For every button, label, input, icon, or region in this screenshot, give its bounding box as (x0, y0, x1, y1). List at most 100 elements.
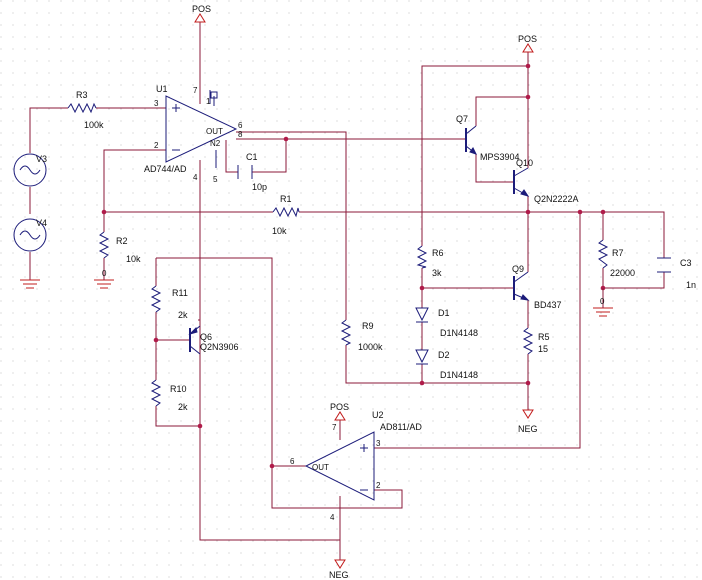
u2-pin3: 3 (376, 439, 381, 448)
wire-r7-c3-bot (602, 268, 665, 289)
r10-value: 2k (178, 402, 188, 412)
d2-ref: D2 (438, 350, 450, 360)
resistor-r3 (67, 102, 97, 114)
sine-icon (19, 230, 41, 240)
junction (419, 380, 425, 386)
resistor-r2 (98, 231, 110, 259)
junction (525, 380, 531, 386)
r7-ref: R7 (612, 248, 624, 258)
u2-out-label: OUT (312, 463, 329, 472)
u2-ref: U2 (372, 410, 384, 420)
pos-rail-marker (522, 43, 534, 53)
c1-value: 10p (252, 182, 267, 192)
r10-ref: R10 (170, 384, 187, 394)
wire-u1inm (103, 149, 166, 212)
q6-part: Q2N3906 (200, 342, 239, 352)
junction (525, 63, 531, 69)
q9-part: BD437 (534, 300, 562, 310)
ground-label: 0 (600, 297, 605, 306)
power-symbols (20, 13, 613, 569)
wire-pos-q7c (475, 66, 529, 126)
r6-ref: R6 (432, 248, 444, 258)
r5-value: 15 (538, 344, 548, 354)
d2-part: D1N4148 (440, 370, 478, 380)
ground-label: 0 (102, 269, 107, 278)
wire-u2-inp (374, 212, 581, 449)
pos-rail-label: POS (518, 34, 537, 44)
r9-value: 1000k (358, 342, 383, 352)
neg-rail-label: NEG (518, 424, 538, 434)
neg-rail-marker (522, 409, 534, 419)
r11-ref: R11 (172, 288, 188, 298)
q9-ref: Q9 (512, 264, 524, 274)
u2-pin7: 7 (332, 423, 337, 432)
diode-d1 (415, 307, 429, 322)
c3-ref: C3 (680, 258, 692, 268)
q6-ref: Q6 (200, 332, 212, 342)
r6-value: 3k (432, 268, 442, 278)
sine-icon (19, 165, 41, 175)
c1-ref: C1 (246, 152, 258, 162)
transistor-q9-arrow (520, 294, 530, 301)
wire-u1out-r9 (236, 131, 347, 320)
diode-d2 (415, 349, 429, 364)
u1-pin7: 7 (193, 86, 198, 95)
components (13, 90, 671, 501)
r5-ref: R5 (538, 332, 550, 342)
junction (283, 136, 289, 142)
junction (525, 94, 531, 100)
junction (197, 423, 203, 429)
resistor-r10 (150, 379, 162, 407)
transistor-q6-collector (189, 345, 201, 355)
junction (269, 463, 275, 469)
transistor-q10-collector (513, 167, 529, 177)
neg-rail-label: NEG (329, 570, 349, 580)
wire-r9-bottom (345, 345, 528, 384)
u1-pin6: 6 (238, 121, 243, 130)
pos-rail-marker (194, 13, 206, 23)
transistor-q10-arrow (520, 189, 530, 197)
pos-rail-marker (334, 411, 346, 421)
q7-part: MPS3904 (480, 152, 520, 162)
transistor-q9-collector (513, 271, 529, 283)
wire-pos-r6 (421, 52, 529, 246)
u2-part: AD811/AD (380, 422, 422, 432)
v4-ref: V4 (36, 218, 47, 228)
resistor-r5 (522, 327, 534, 355)
q7-ref: Q7 (456, 114, 468, 124)
u1-out-label: OUT (206, 127, 223, 136)
wire-v3-r3 (29, 107, 68, 153)
transistor-q7-collector (465, 125, 477, 135)
r3-value: 100k (84, 120, 104, 130)
wire-fb-right (299, 211, 665, 258)
junctions (101, 63, 606, 469)
u1-pin4: 4 (193, 173, 198, 182)
junction (101, 209, 107, 215)
wire-q6-top (156, 257, 273, 466)
wire-c1-right (252, 139, 287, 173)
resistor-r6 (416, 245, 428, 269)
q10-ref: Q10 (516, 158, 533, 168)
resistor-r11 (150, 285, 162, 313)
r11-value: 2k (178, 310, 188, 320)
u2-pin4: 4 (330, 513, 335, 522)
u1-ref: U1 (156, 84, 168, 94)
r1-ref: R1 (280, 194, 292, 204)
opamp-u1 (165, 95, 238, 163)
resistor-r7 (597, 239, 609, 269)
c3-value: 1n (686, 280, 696, 290)
u2-pin6: 6 (290, 457, 295, 466)
q10-part: Q2N2222A (534, 194, 579, 204)
resistor-r9 (340, 319, 352, 346)
source-v4 (13, 218, 47, 252)
d1-part: D1N4148 (440, 328, 478, 338)
r1-value: 10k (272, 226, 287, 236)
transistor-q7-arrow (469, 147, 477, 155)
neg-rail-marker (334, 559, 346, 569)
v3-ref: V3 (36, 154, 47, 164)
resistor-r1 (272, 206, 300, 218)
labels: POS POS POS NEG NEG U1 AD744/AD 3 2 7 1 … (36, 4, 696, 580)
